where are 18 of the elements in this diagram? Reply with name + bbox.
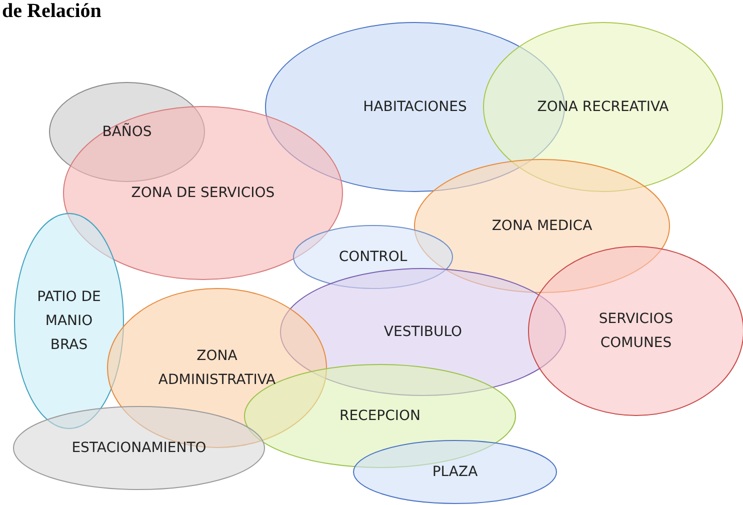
zone-bubble: [13, 406, 265, 490]
zone-label: SERVICIOS COMUNES: [598, 310, 674, 353]
zone-label: ZONA RECREATIVA: [536, 98, 670, 117]
zone-label: HABITACIONES: [362, 98, 468, 117]
zone-label: PLAZA: [431, 463, 479, 482]
zone-label: VESTIBULO: [382, 323, 464, 342]
zone-label: ZONA MEDICA: [490, 217, 594, 236]
zone-label: BAÑOS: [101, 122, 153, 142]
zone-bubble: [528, 246, 743, 416]
zone-label: ESTACIONAMIENTO: [70, 439, 208, 458]
zone-label: ZONA ADMINISTRATIVA: [157, 347, 277, 390]
zone-label: CONTROL: [338, 248, 408, 267]
zone-bubble: [414, 159, 670, 293]
zone-label: PATIO DE MANIO BRAS: [36, 288, 102, 355]
zone-label: ZONA DE SERVICIOS: [130, 184, 276, 203]
zone-bubble: [353, 440, 557, 504]
diagram-title: de Relación: [2, 0, 102, 23]
zone-label: RECEPCION: [338, 407, 422, 426]
